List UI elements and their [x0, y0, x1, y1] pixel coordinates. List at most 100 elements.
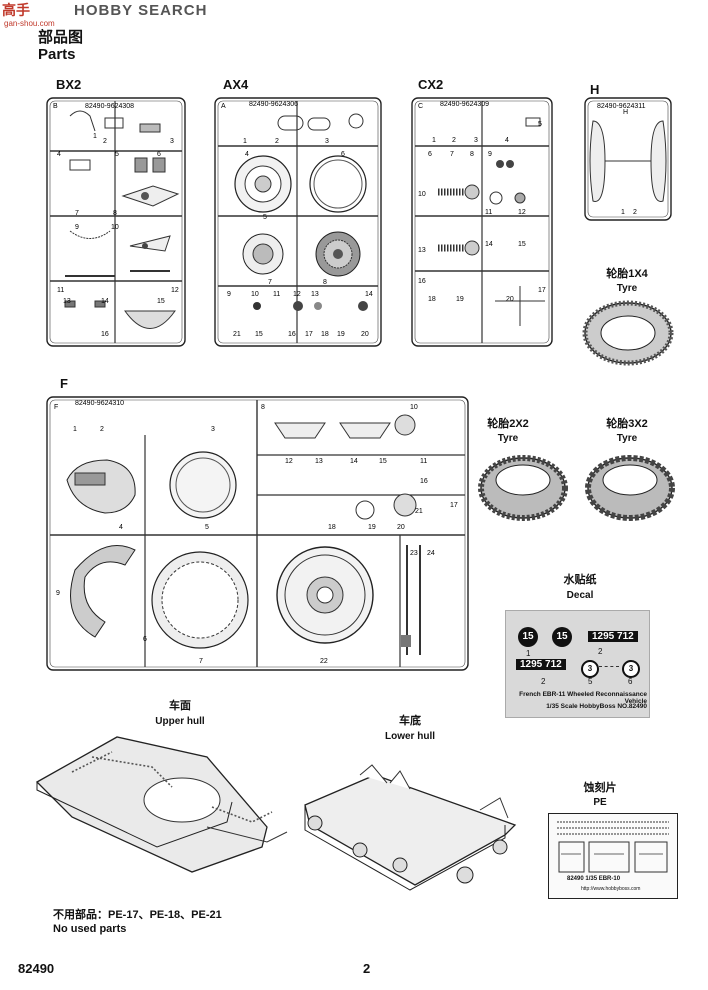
svg-text:12: 12	[293, 291, 301, 298]
svg-text:6: 6	[428, 151, 432, 158]
svg-text:3: 3	[325, 138, 329, 145]
svg-text:5: 5	[263, 214, 267, 221]
upper-hull-label-en: Upper hull	[155, 716, 205, 727]
sprue-label-bx2: BX2	[56, 77, 82, 92]
decal-title: French EBR-11 Wheeled Reconnaissance Veh…	[519, 691, 647, 705]
svg-text:B: B	[53, 103, 58, 110]
sprue-cx2: C 82490-9624309 1 2 3 4 5 6 7 8 9 10 11 …	[411, 97, 553, 347]
tyre1-label-cn: 轮胎1X4	[606, 268, 648, 280]
decal-label-cn: 水贴纸	[563, 574, 597, 586]
svg-text:2: 2	[103, 138, 107, 145]
watermark-cn: 高手	[2, 2, 30, 18]
svg-text:7: 7	[450, 151, 454, 158]
svg-text:11: 11	[420, 458, 427, 465]
svg-text:7: 7	[199, 658, 203, 665]
svg-text:82490-9624310: 82490-9624310	[75, 400, 124, 407]
svg-text:12: 12	[171, 287, 179, 294]
watermark-url: gan-shou.com	[4, 19, 55, 28]
svg-text:2: 2	[452, 137, 456, 144]
svg-text:16: 16	[101, 331, 109, 338]
svg-text:13: 13	[418, 247, 426, 254]
svg-text:17: 17	[450, 502, 458, 509]
pe-url: http://www.hobbyboss.com	[581, 886, 641, 892]
pe-code: 82490 1/35 EBR-10	[567, 876, 621, 882]
lower-hull-label-en: Lower hull	[385, 731, 435, 742]
watermark-brand: HOBBY SEARCH	[74, 2, 208, 19]
svg-text:9: 9	[227, 291, 231, 298]
svg-text:16: 16	[288, 331, 296, 338]
svg-text:4: 4	[119, 524, 123, 531]
svg-text:6: 6	[341, 151, 345, 158]
svg-text:17: 17	[538, 287, 546, 294]
svg-text:2: 2	[275, 138, 279, 145]
pe-label-en: PE	[593, 797, 607, 808]
svg-text:8: 8	[261, 404, 265, 411]
svg-text:2: 2	[633, 209, 637, 216]
sprue-label-cx2: CX2	[418, 77, 444, 92]
svg-text:7: 7	[268, 279, 272, 286]
svg-text:11: 11	[57, 287, 64, 294]
sprue-label-ax4: AX4	[223, 77, 249, 92]
svg-text:19: 19	[456, 296, 464, 303]
svg-text:22: 22	[320, 658, 328, 665]
svg-text:8: 8	[323, 279, 327, 286]
svg-text:1: 1	[93, 133, 97, 140]
svg-text:3: 3	[170, 138, 174, 145]
svg-text:4: 4	[505, 137, 509, 144]
svg-text:9: 9	[75, 224, 79, 231]
tyre3-label-cn: 轮胎3X2	[606, 418, 648, 430]
svg-text:15: 15	[255, 331, 263, 338]
svg-text:24: 24	[427, 550, 435, 557]
sprue-label-f: F	[60, 376, 68, 391]
svg-text:16: 16	[420, 478, 428, 485]
svg-text:8: 8	[470, 151, 474, 158]
decal-num-5: 5	[588, 677, 593, 686]
svg-text:14: 14	[350, 458, 358, 465]
svg-text:4: 4	[245, 151, 249, 158]
svg-text:15: 15	[379, 458, 387, 465]
svg-text:6: 6	[143, 636, 147, 643]
svg-text:13: 13	[315, 458, 323, 465]
svg-text:23: 23	[410, 550, 418, 557]
svg-text:82490-9624306: 82490-9624306	[249, 101, 298, 108]
tyre2-label-cn: 轮胎2X2	[487, 418, 529, 430]
svg-text:12: 12	[518, 209, 526, 216]
svg-text:10: 10	[111, 224, 119, 231]
decal-3b: 3	[622, 660, 640, 678]
pe-label-cn: 蚀刻片	[583, 782, 617, 794]
decal-plate-1: 1295 712	[588, 631, 638, 642]
svg-text:1: 1	[432, 137, 436, 144]
svg-text:1: 1	[621, 209, 625, 216]
svg-text:14: 14	[365, 291, 373, 298]
sprue-label-h: H	[590, 82, 600, 97]
tyre2-label-en: Tyre	[497, 433, 519, 444]
svg-text:21: 21	[233, 331, 241, 338]
svg-text:18: 18	[328, 524, 336, 531]
decal-connector	[599, 666, 619, 667]
svg-text:1: 1	[243, 138, 247, 145]
svg-text:12: 12	[285, 458, 293, 465]
svg-text:10: 10	[418, 191, 426, 198]
svg-text:8: 8	[113, 210, 117, 217]
svg-text:14: 14	[101, 298, 109, 305]
svg-text:4: 4	[57, 151, 61, 158]
svg-text:9: 9	[56, 590, 60, 597]
svg-text:20: 20	[361, 331, 369, 338]
sprue-f: F 82490-9624310 8 1 2 3 4 5 6 7 9 10 11 …	[46, 396, 469, 671]
sprue-ax4: A 82490-9624306 1 2 3 4 5 6 7 8 9 10 11 …	[214, 97, 382, 347]
svg-text:15: 15	[157, 298, 165, 305]
svg-text:20: 20	[506, 296, 514, 303]
svg-text:5: 5	[538, 121, 542, 128]
tyre1-label-en: Tyre	[616, 283, 638, 294]
sprue-bx2: B 82490-9624308 1 2 3 4 5 6 7 8 9 10 11 …	[46, 97, 186, 347]
svg-text:19: 19	[337, 331, 345, 338]
pe-parts	[557, 821, 669, 873]
svg-text:13: 13	[63, 298, 71, 305]
decal-2: 15	[552, 627, 572, 647]
svg-text:15: 15	[518, 241, 526, 248]
decal-num-2a: 2	[598, 647, 603, 656]
tyre3-drawing	[585, 455, 675, 521]
decal-1: 15	[518, 627, 538, 647]
page-title-cn: 部品图	[38, 29, 84, 46]
